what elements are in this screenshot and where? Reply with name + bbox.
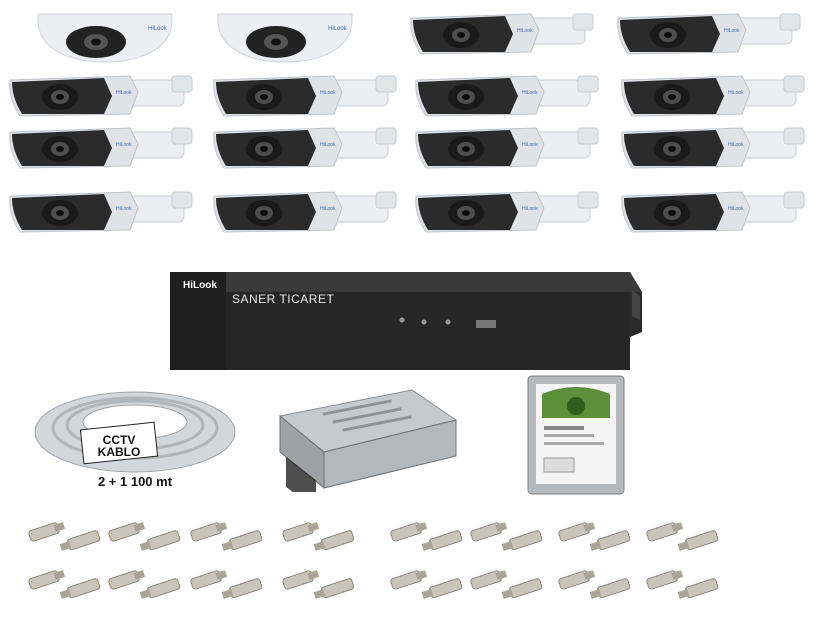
svg-text:HiLook: HiLook: [116, 142, 132, 148]
svg-text:HiLook: HiLook: [148, 26, 168, 32]
bnc-connector-pair-9: [28, 562, 104, 610]
bnc-connector-pair-8: [646, 514, 722, 562]
bullet-camera-10: HiLook: [616, 122, 816, 172]
dvr-brand-label: HiLook: [183, 280, 217, 291]
svg-text:HiLook: HiLook: [522, 90, 538, 96]
bnc-connector-pair-4: [282, 514, 358, 562]
bnc-connector-pair-11: [190, 562, 266, 610]
bullet-camera-9: HiLook: [410, 122, 610, 172]
svg-text:HiLook: HiLook: [728, 206, 744, 212]
bullet-camera-11: HiLook: [4, 186, 204, 236]
svg-text:HiLook: HiLook: [320, 206, 336, 212]
cable-label: CCTV KABLO: [84, 434, 154, 458]
cctv-cable-coil: [34, 391, 236, 473]
bullet-camera-14: HiLook: [616, 186, 816, 236]
bnc-connector-pair-10: [108, 562, 184, 610]
bullet-camera-12: HiLook: [208, 186, 408, 236]
svg-text:HiLook: HiLook: [320, 90, 336, 96]
bullet-camera-1: HiLook: [405, 8, 605, 58]
dome-camera-1: HiLook: [37, 13, 173, 63]
bullet-camera-4: HiLook: [208, 70, 408, 120]
svg-text:HiLook: HiLook: [728, 142, 744, 148]
svg-text:HiLook: HiLook: [522, 142, 538, 148]
cable-label-line2: KABLO: [97, 445, 141, 459]
watermark-text: SANER TICARET: [232, 292, 335, 306]
bullet-camera-7: HiLook: [4, 122, 204, 172]
svg-text:HiLook: HiLook: [328, 26, 348, 32]
power-supply-unit: [278, 389, 458, 492]
dome-camera-2: HiLook: [217, 13, 353, 63]
bnc-connector-pair-12: [282, 562, 358, 610]
svg-text:HiLook: HiLook: [724, 28, 740, 34]
svg-text:HiLook: HiLook: [517, 28, 533, 34]
dvr-recorder: [170, 272, 642, 370]
bnc-connector-pair-6: [470, 514, 546, 562]
bnc-connector-pair-5: [390, 514, 466, 562]
bullet-camera-3: HiLook: [4, 70, 204, 120]
bullet-camera-6: HiLook: [616, 70, 816, 120]
bullet-camera-13: HiLook: [410, 186, 610, 236]
svg-text:HiLook: HiLook: [728, 90, 744, 96]
bnc-connector-pair-13: [390, 562, 466, 610]
bnc-connector-pair-3: [190, 514, 266, 562]
svg-text:HiLook: HiLook: [116, 206, 132, 212]
bnc-connector-pair-16: [646, 562, 722, 610]
bnc-connector-pair-7: [558, 514, 634, 562]
bnc-connector-pair-14: [470, 562, 546, 610]
svg-text:HiLook: HiLook: [116, 90, 132, 96]
bnc-connector-pair-15: [558, 562, 634, 610]
hard-drive: [527, 375, 625, 495]
bullet-camera-8: HiLook: [208, 122, 408, 172]
bnc-connector-pair-2: [108, 514, 184, 562]
bnc-connector-pair-1: [28, 514, 104, 562]
svg-text:HiLook: HiLook: [320, 142, 336, 148]
bullet-camera-5: HiLook: [410, 70, 610, 120]
svg-text:HiLook: HiLook: [522, 206, 538, 212]
cable-label-line1: CCTV: [102, 433, 136, 447]
cable-caption: 2 + 1 100 mt: [97, 474, 173, 489]
bullet-camera-2: HiLook: [612, 8, 812, 58]
